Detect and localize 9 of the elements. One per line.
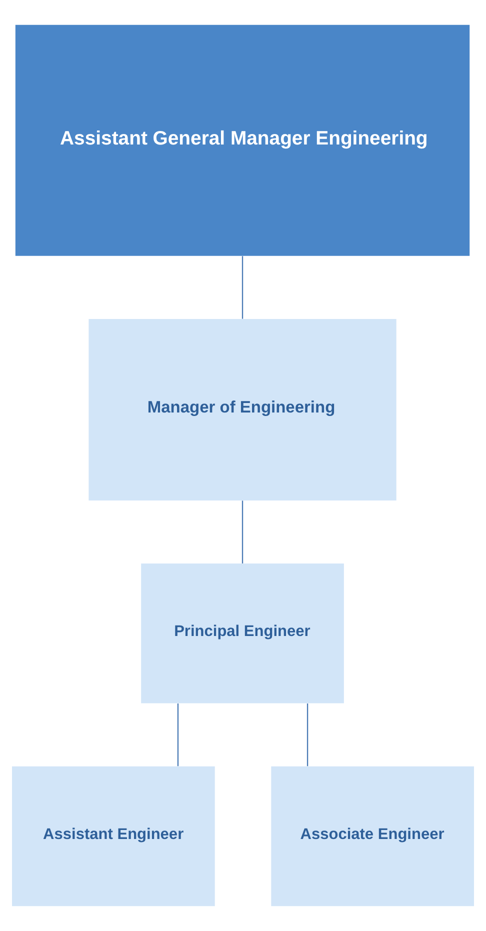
node-box: Assistant General Manager Engineering [15,24,470,256]
node-box: Manager of Engineering [88,318,396,500]
connector [242,500,244,564]
connector [177,704,179,766]
connector [242,256,244,319]
node-box: Principal Engineer [141,564,344,704]
connector [306,704,308,766]
node-box: Assistant Engineer [12,766,215,906]
node-box: Associate Engineer [271,766,474,906]
